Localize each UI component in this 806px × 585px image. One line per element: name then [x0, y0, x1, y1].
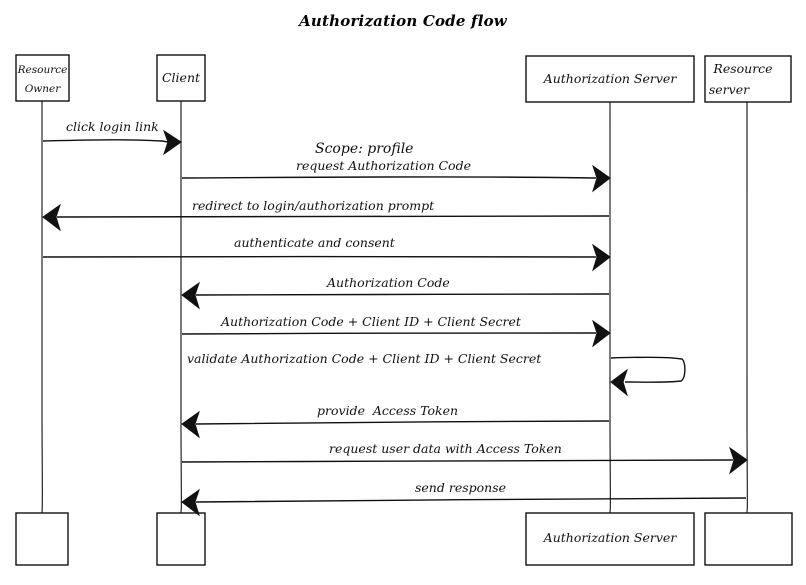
message-authorization-code: Authorization Code — [181, 275, 610, 310]
svg-text:validate Authorization Code +: validate Authorization Code + Client ID … — [187, 351, 542, 366]
scope-note: Scope: profile — [315, 141, 413, 157]
message-send-response: send response — [181, 480, 747, 517]
svg-text:server: server — [709, 82, 750, 97]
message-click-login-link: click login link — [42, 119, 182, 156]
participant-resource-owner-bottom — [15, 512, 69, 566]
participant-authorization-server-top: Authorization Server — [525, 55, 695, 103]
message-authenticate-and-consent: authenticate and consent — [42, 235, 611, 272]
lifeline-resource-server — [746, 100, 748, 514]
svg-text:provide Access Token: provide Access Token — [317, 403, 458, 418]
message-provide-access-token: provide Access Token — [181, 403, 610, 439]
participant-resource-server-top: Resource server — [704, 55, 792, 103]
svg-text:send response: send response — [415, 480, 506, 495]
participant-client-top: Client — [156, 54, 206, 102]
svg-text:Authorization Server: Authorization Server — [543, 71, 678, 86]
lifeline-resource-owner — [41, 99, 43, 514]
svg-text:Authorization Code + Client ID: Authorization Code + Client ID + Client … — [220, 314, 522, 329]
participant-resource-owner-top: Resource Owner — [15, 54, 70, 102]
svg-text:Resource: Resource — [17, 64, 68, 76]
svg-text:request user data with Access: request user data with Access Token — [329, 441, 562, 456]
svg-text:Authorization Code: Authorization Code — [326, 275, 450, 290]
diagram-title: Authorization Code flow — [297, 12, 508, 30]
svg-text:Owner: Owner — [25, 83, 62, 95]
message-exchange-code-credentials: Authorization Code + Client ID + Client … — [181, 314, 611, 348]
svg-text:authenticate and consent: authenticate and consent — [234, 235, 396, 250]
message-request-authorization-code: request Authorization Code — [181, 158, 611, 193]
message-validate-self: validate Authorization Code + Client ID … — [187, 351, 686, 397]
participant-client-bottom — [156, 512, 206, 566]
svg-text:Authorization Server: Authorization Server — [543, 530, 678, 545]
lifeline-client — [180, 99, 182, 514]
message-request-user-data: request user data with Access Token — [181, 441, 748, 475]
svg-text:Resource: Resource — [712, 61, 772, 76]
participant-resource-server-bottom — [704, 512, 793, 566]
svg-text:Client: Client — [162, 70, 201, 85]
message-redirect-to-login: redirect to login/authorization prompt — [42, 198, 610, 232]
svg-text:redirect to login/authorizatio: redirect to login/authorization prompt — [192, 198, 435, 213]
lifeline-authorization-server — [609, 100, 611, 514]
participant-authorization-server-bottom: Authorization Server — [525, 512, 695, 566]
svg-text:request Authorization Code: request Authorization Code — [296, 158, 471, 173]
svg-text:click login link: click login link — [66, 119, 159, 134]
